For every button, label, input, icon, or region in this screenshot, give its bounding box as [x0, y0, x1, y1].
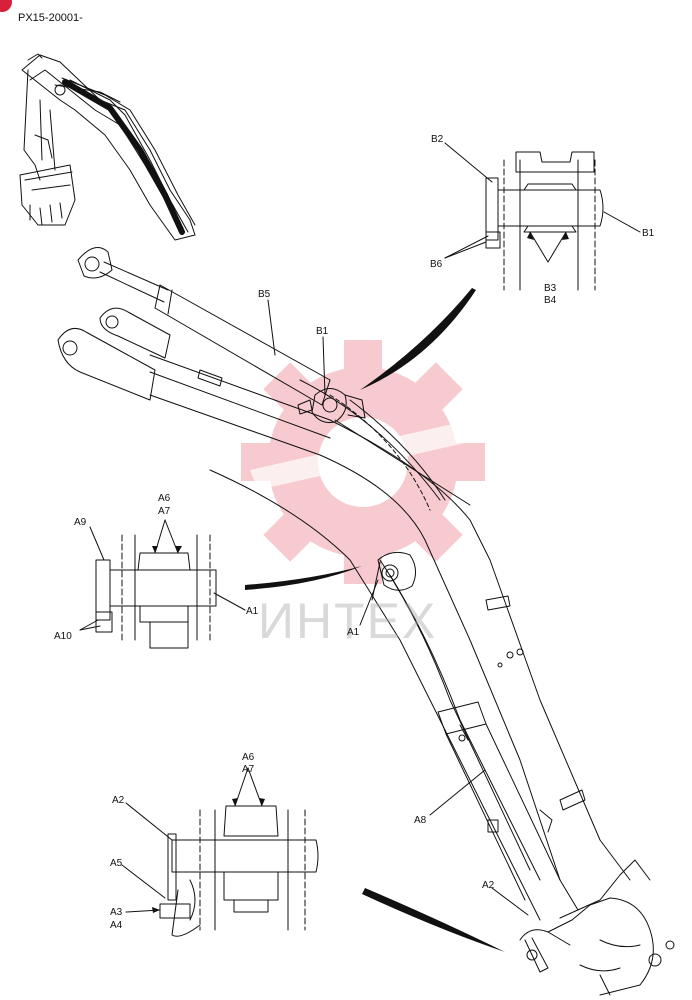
label-a1-main: A1 — [347, 627, 360, 638]
label-a7-bottom: A7 — [242, 764, 255, 775]
label-a3: A3 — [110, 907, 123, 918]
detail-a-lower — [159, 805, 319, 937]
document-code: PX15-20001- — [18, 12, 83, 24]
label-b5: B5 — [258, 289, 271, 300]
label-b6: B6 — [430, 259, 443, 270]
callout-arrows — [245, 288, 505, 952]
label-b2: B2 — [431, 134, 444, 145]
label-a1-detail: A1 — [246, 606, 259, 617]
label-b1-main: B1 — [316, 326, 329, 337]
detail-a-upper — [95, 534, 217, 649]
detail-b — [485, 151, 604, 291]
watermark-gear-icon — [241, 340, 485, 584]
boom-cylinder — [77, 247, 331, 406]
label-a9: A9 — [74, 517, 87, 528]
label-b4: B4 — [544, 295, 557, 306]
hose-lines — [299, 379, 541, 881]
pin-b1-main — [297, 388, 366, 423]
label-a8: A8 — [414, 815, 427, 826]
label-a6-top: A6 — [158, 493, 171, 504]
machine-thumbnail — [19, 53, 196, 241]
pin-a1-main — [371, 551, 416, 601]
label-a7-top: A7 — [158, 506, 171, 517]
label-a5: A5 — [110, 858, 123, 869]
label-a2-main: A2 — [482, 880, 495, 891]
label-b1-detail: B1 — [642, 228, 655, 239]
label-b3: B3 — [544, 283, 557, 294]
label-a6-bottom: A6 — [242, 752, 255, 763]
label-a10: A10 — [54, 631, 72, 642]
corner-badge — [0, 0, 12, 12]
leader-lines — [79, 142, 641, 916]
arrow-heads — [152, 232, 569, 913]
arm-cylinder — [437, 701, 561, 901]
label-a4: A4 — [110, 920, 123, 931]
label-a2-detail: A2 — [112, 795, 125, 806]
boom-arm — [57, 307, 631, 921]
boom-foot-base — [519, 859, 675, 996]
watermark-text: ИНТЕХ — [258, 593, 438, 649]
